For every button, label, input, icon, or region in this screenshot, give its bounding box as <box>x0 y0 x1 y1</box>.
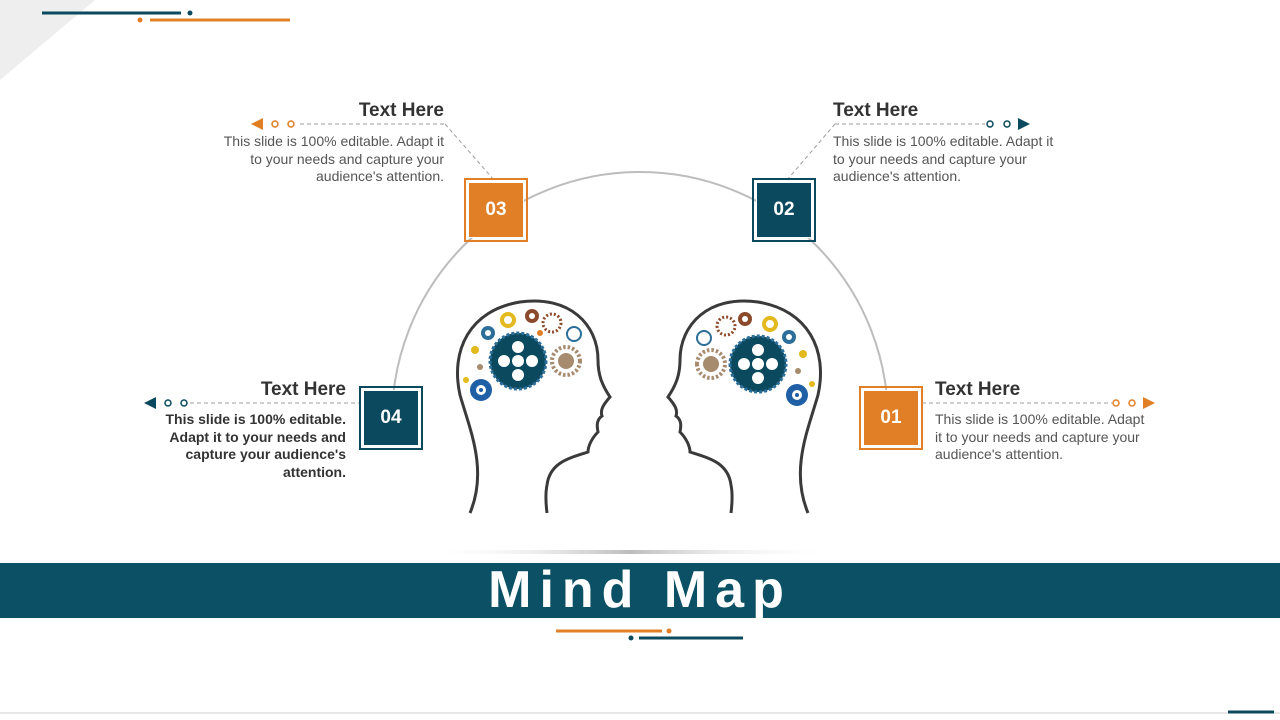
leader-lines <box>190 123 1112 404</box>
step-number-03: 03 <box>485 199 507 220</box>
head-profile-right-icon <box>666 299 822 514</box>
arrow-right-02 <box>1018 118 1030 130</box>
slide-title: Mind Map <box>488 561 792 619</box>
corner-shape <box>0 0 95 80</box>
step-number-02: 02 <box>773 199 795 220</box>
arrow-left-03 <box>251 118 263 130</box>
step-box-03: 03 <box>464 178 528 242</box>
step-04-heading: Text Here <box>260 379 346 400</box>
title-bar <box>0 563 1280 618</box>
arrow-left-04 <box>144 397 156 409</box>
step-number-01: 01 <box>880 407 902 428</box>
step-01-text: This slide is 100% editable. Adapt it to… <box>935 411 1145 462</box>
step-01-heading: Text Here <box>935 379 1021 400</box>
arrow-right-01 <box>1143 397 1155 409</box>
step-number-04: 04 <box>380 407 402 428</box>
step-04-text: This slide is 100% editable. Adapt it to… <box>165 411 346 480</box>
step-03-text: This slide is 100% editable. Adapt it to… <box>223 133 444 184</box>
step-box-01: 01 <box>859 386 923 450</box>
head-profile-left-icon <box>456 299 612 514</box>
step-02-heading: Text Here <box>833 100 919 121</box>
step-box-04: 04 <box>359 386 423 450</box>
step-02-text: This slide is 100% editable. Adapt it to… <box>833 133 1054 184</box>
floor-shadow <box>428 550 832 554</box>
top-decor-dot-orange <box>137 17 143 23</box>
step-03-heading: Text Here <box>358 100 444 121</box>
step-box-02: 02 <box>752 178 816 242</box>
connector-arc <box>391 171 889 421</box>
top-decor-dot-teal <box>187 10 193 16</box>
